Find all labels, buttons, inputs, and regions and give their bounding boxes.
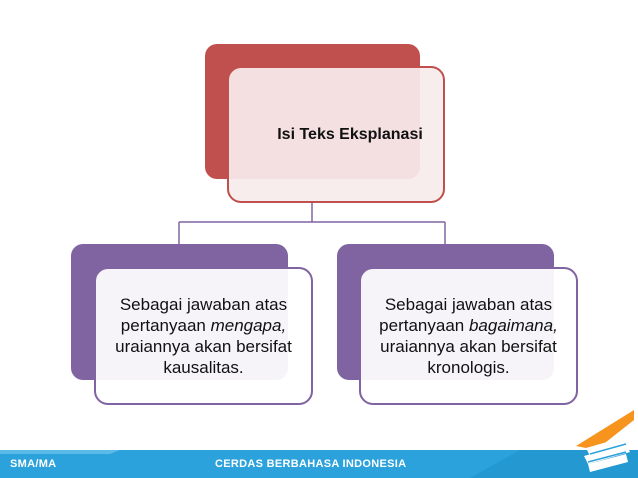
footer-bar: SMA/MA CERDAS BERBAHASA INDONESIA [0, 450, 638, 478]
footer-series: CERDAS BERBAHASA INDONESIA [215, 458, 407, 470]
left-node-text: Sebagai jawaban atas pertanyaan mengapa,… [96, 294, 311, 378]
left-node: Sebagai jawaban atas pertanyaan mengapa,… [94, 267, 313, 405]
right-node-text-before: Sebagai jawaban atas pertanyaan [379, 295, 553, 335]
right-node-text: Sebagai jawaban atas pertanyaan bagaiman… [361, 294, 576, 378]
left-node-keyword: mengapa, [210, 316, 287, 335]
left-node-text-before: Sebagai jawaban atas pertanyaan [119, 295, 288, 335]
left-node-text-after: uraiannya akan bersifat kausalitas. [115, 337, 292, 377]
right-node-text-after: uraiannya akan bersifat kronologis. [380, 337, 557, 377]
footer-level: SMA/MA [10, 458, 57, 470]
top-node: Isi Teks Eksplanasi [227, 66, 445, 203]
top-node-label: Isi Teks Eksplanasi [277, 126, 423, 143]
right-node-keyword: bagaimana, [468, 316, 558, 335]
book-stack-icon [576, 410, 634, 472]
right-node: Sebagai jawaban atas pertanyaan bagaiman… [359, 267, 578, 405]
